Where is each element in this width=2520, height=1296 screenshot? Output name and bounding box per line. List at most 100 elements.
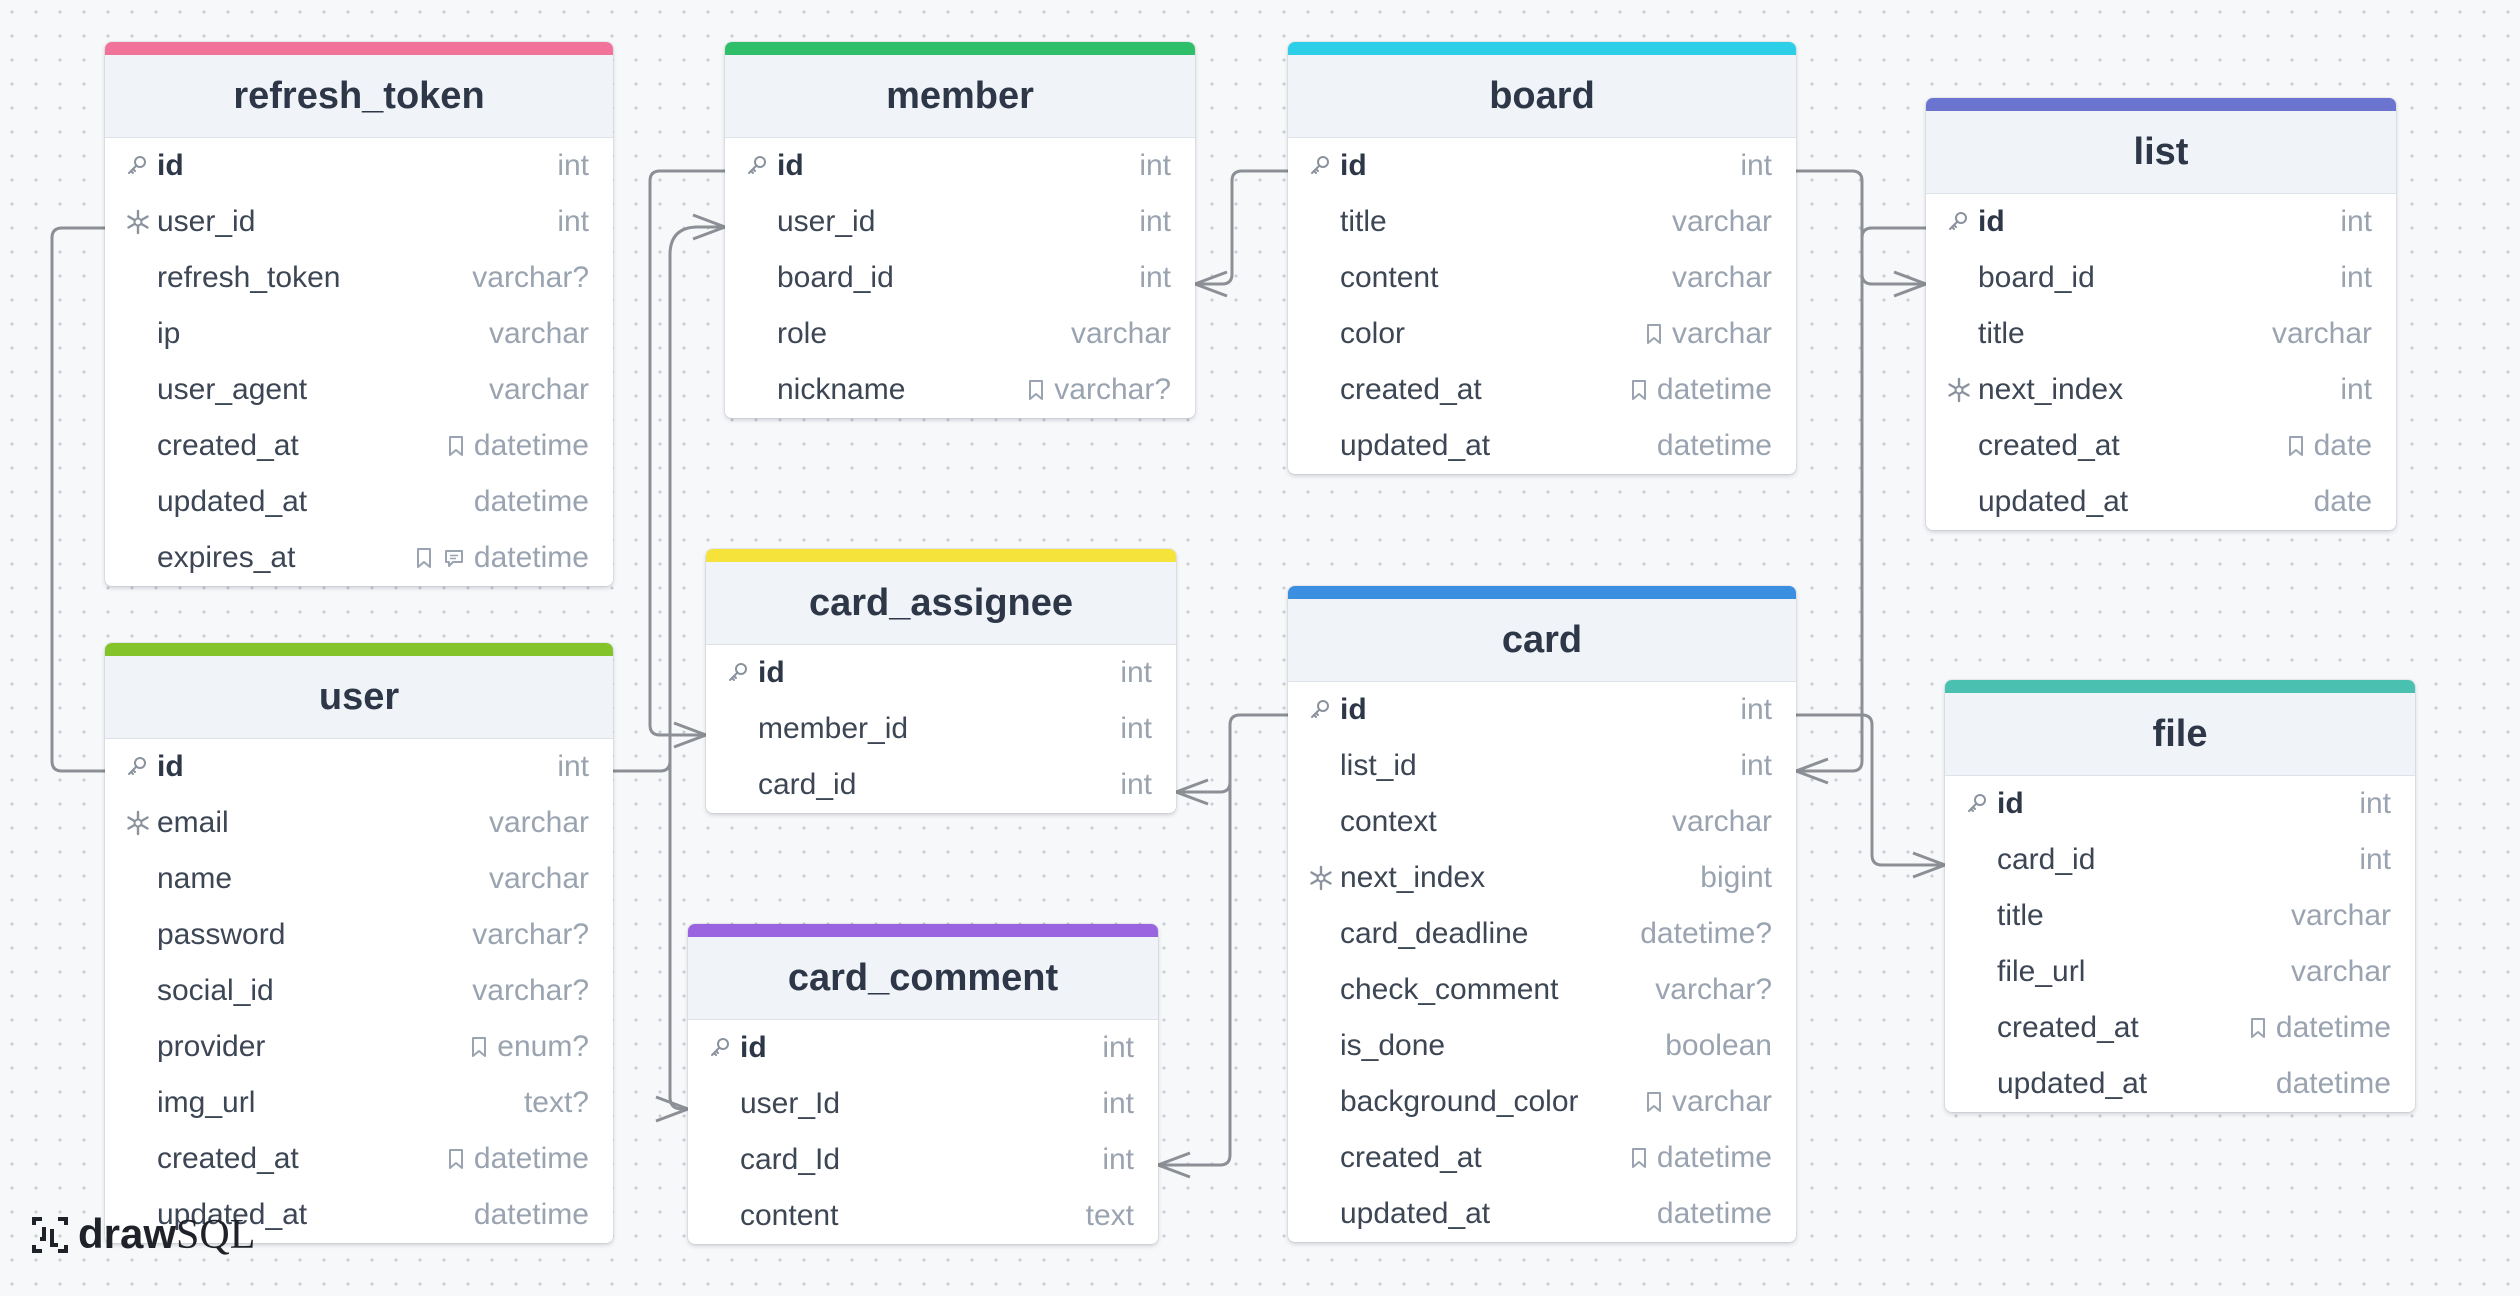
table-title[interactable]: member	[725, 55, 1195, 138]
table-title[interactable]: list	[1926, 111, 2396, 194]
column-type: varchar?	[472, 907, 589, 963]
drawsql-logo-icon	[32, 1216, 68, 1253]
column-type: varchar?	[472, 250, 589, 306]
column-type-label: int	[1120, 712, 1152, 745]
column-type: int	[1120, 645, 1152, 701]
table-title[interactable]: refresh_token	[105, 55, 613, 138]
table-title[interactable]: file	[1945, 693, 2415, 776]
bookmark-icon	[2248, 1016, 2268, 1040]
table-title[interactable]: card	[1288, 599, 1796, 682]
column-type-label: datetime	[2275, 1067, 2391, 1100]
column-type-label: datetime	[1656, 1141, 1772, 1174]
column-type-label: int	[1102, 1031, 1134, 1064]
table-title[interactable]: board	[1288, 55, 1796, 138]
table-title[interactable]: card_assignee	[706, 562, 1176, 645]
column-type-label: datetime?	[1640, 917, 1772, 950]
column-type: datetime	[2248, 1000, 2391, 1056]
table-title[interactable]: user	[105, 656, 613, 739]
column-type: int	[2340, 194, 2372, 250]
column-type-label: varchar	[2271, 317, 2372, 350]
key-icon	[125, 739, 149, 795]
column-name: card_deadline	[1340, 917, 1529, 950]
column-name: card_id	[1997, 843, 2096, 876]
column-type: text	[1086, 1188, 1134, 1244]
column-name: is_done	[1340, 1029, 1446, 1062]
column-type-label: varchar	[1671, 1085, 1772, 1118]
column-type: varchar	[1644, 1074, 1772, 1130]
column-type-label: int	[2340, 205, 2372, 238]
column-name: title	[1340, 205, 1387, 238]
column-name: background_color	[1340, 1085, 1579, 1118]
column-name: user_id	[777, 205, 876, 238]
column-background-color[interactable]: background_color varchar	[1288, 1074, 1796, 1130]
table-title[interactable]: card_comment	[688, 937, 1158, 1020]
column-type-label: int	[2340, 261, 2372, 294]
column-card-deadline[interactable]: card_deadline datetime?	[1288, 906, 1796, 962]
